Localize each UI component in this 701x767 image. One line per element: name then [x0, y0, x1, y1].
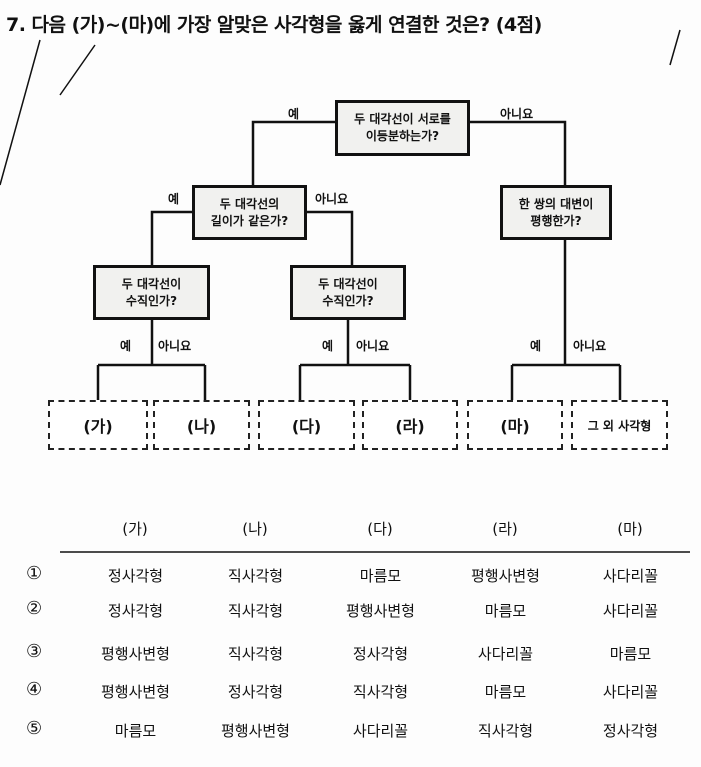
box-line: 평행한가?: [530, 213, 582, 228]
table-cell: 마름모: [359, 567, 402, 585]
column-header: (마): [617, 520, 643, 538]
box-line: 길이가 같은가?: [210, 213, 289, 228]
yes-label: 예: [322, 339, 334, 353]
column-header: (나): [242, 520, 268, 538]
table-cell: 마름모: [114, 722, 157, 740]
table-cell: 직사각형: [477, 722, 534, 740]
table-cell: 정사각형: [602, 722, 659, 740]
option-number[interactable]: ②: [26, 598, 43, 619]
table-cell: 직사각형: [227, 567, 284, 585]
option-number[interactable]: ⑤: [26, 718, 43, 739]
table-cell: 마름모: [484, 683, 527, 701]
table-cell: 직사각형: [352, 683, 409, 701]
column-header: (가): [122, 520, 148, 538]
no-label: 아니요: [500, 107, 534, 121]
leaf-ma: (마): [467, 400, 563, 450]
table-cell: 평행사변형: [345, 602, 415, 620]
table-cell: 평행사변형: [470, 567, 540, 585]
leaf-other: 그 외 사각형: [571, 400, 668, 450]
no-label: 아니요: [573, 339, 607, 353]
no-label: 아니요: [315, 192, 349, 206]
table-cell: 마름모: [484, 602, 527, 620]
box-line: 두 대각선의: [219, 196, 280, 211]
table-cell: 사다리꼴: [602, 602, 659, 620]
no-label: 아니요: [158, 339, 192, 353]
box-line: 두 대각선이: [318, 276, 378, 291]
box-line: 두 대각선이: [121, 276, 182, 291]
table-cell: 정사각형: [107, 602, 164, 620]
table-cell: 사다리꼴: [602, 683, 659, 701]
table-cell: 사다리꼴: [602, 567, 659, 585]
table-cell: 사다리꼴: [477, 645, 534, 663]
option-number[interactable]: ③: [26, 641, 43, 662]
table-cell: 정사각형: [227, 683, 284, 701]
box-line: 두 대각선이 서로를: [354, 112, 451, 126]
box-line: 수직인가?: [322, 293, 374, 308]
table-cell: 평행사변형: [100, 645, 170, 663]
option-number[interactable]: ④: [26, 679, 43, 700]
yes-label: 예: [530, 339, 542, 353]
column-header: (다): [367, 520, 393, 538]
table-cell: 평행사변형: [220, 722, 290, 740]
yes-label: 예: [120, 339, 132, 353]
column-header: (라): [492, 520, 518, 538]
table-cell: 직사각형: [227, 602, 284, 620]
leaf-da: (다): [258, 400, 355, 450]
table-cell: 직사각형: [227, 645, 284, 663]
table-cell: 사다리꼴: [352, 722, 409, 740]
yes-label: 예: [288, 107, 300, 121]
no-label: 아니요: [356, 339, 390, 353]
table-cell: 평행사변형: [100, 683, 170, 701]
question-title: 7. 다음 (가)~(마)에 가장 알맞은 사각형을 옳게 연결한 것은? (4…: [6, 14, 542, 36]
table-cell: 마름모: [609, 645, 652, 663]
leaf-na: (나): [153, 400, 250, 450]
option-number[interactable]: ①: [26, 563, 43, 584]
table-cell: 정사각형: [107, 567, 164, 585]
leaf-ra: (라): [362, 400, 458, 450]
box-line: 이등분하는가?: [365, 129, 440, 143]
leaf-ga: (가): [48, 400, 148, 450]
table-cell: 정사각형: [352, 645, 409, 663]
box-line: 수직인가?: [125, 293, 178, 308]
box-line: 한 쌍의 대변이: [518, 196, 594, 211]
yes-label: 예: [168, 192, 180, 206]
